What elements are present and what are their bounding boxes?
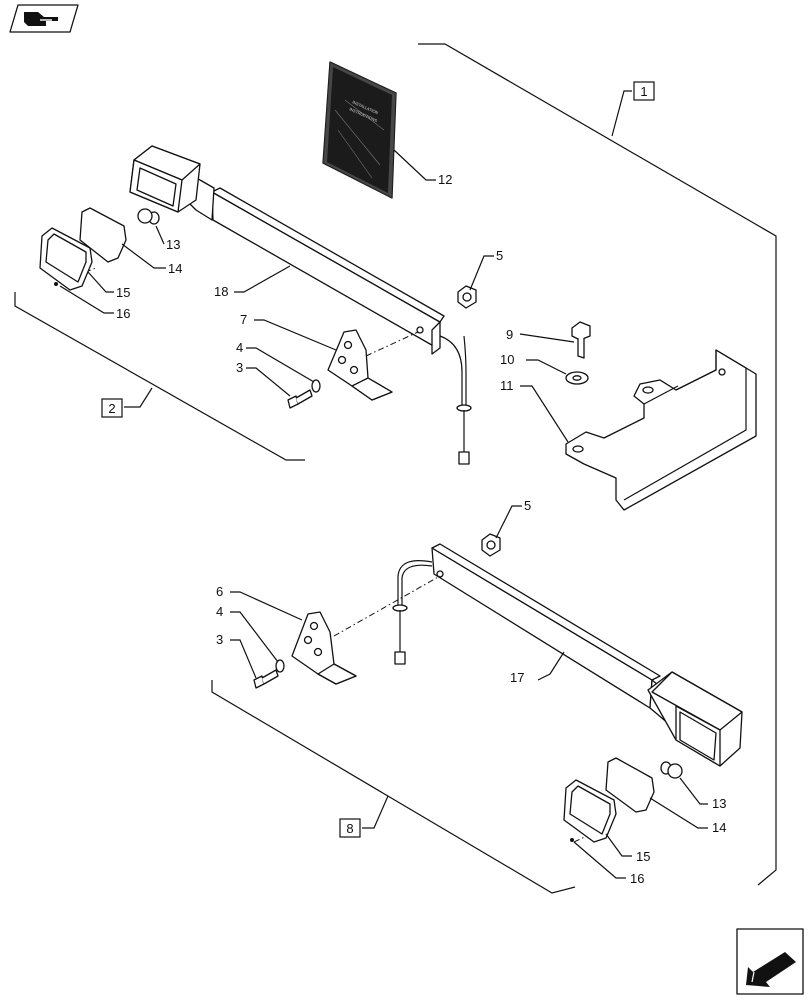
screw-16-lower: [570, 838, 574, 842]
assembly-bracket-8: [211, 680, 576, 894]
mounting-plate-upper: [327, 329, 393, 401]
callout-12: 12: [438, 172, 452, 187]
leader-lines: [59, 90, 708, 879]
callout-5-lower: 5: [524, 498, 531, 513]
callout-6: 6: [216, 584, 223, 599]
callout-17: 17: [510, 670, 524, 685]
callout-box-1: [633, 81, 655, 101]
assembly-bracket-2: [14, 292, 305, 461]
callout-11: 11: [500, 378, 514, 393]
callout-8: 8: [346, 821, 353, 836]
hand-pointing-icon[interactable]: [9, 4, 79, 33]
main-bracket: [565, 349, 757, 511]
nut-5-lower: [481, 533, 501, 557]
callout-2: 2: [108, 401, 115, 416]
callout-14-upper: 14: [168, 261, 182, 276]
callout-13-lower: 13: [712, 796, 726, 811]
callout-13-upper: 13: [166, 237, 180, 252]
axis-lower: [333, 575, 441, 637]
bolt-3-lower: [253, 669, 279, 689]
callout-16-lower: 16: [630, 871, 644, 886]
callout-16-upper: 16: [116, 306, 130, 321]
assembly-bracket-1: [418, 43, 777, 886]
callout-10: 10: [500, 352, 514, 367]
callout-4-lower: 4: [216, 604, 223, 619]
arrow-back-icon[interactable]: [736, 928, 804, 995]
callout-7: 7: [240, 312, 247, 327]
callout-15-lower: 15: [636, 849, 650, 864]
callout-5-upper: 5: [496, 248, 503, 263]
bolt-3-upper: [287, 389, 313, 409]
bolt-9: [571, 321, 591, 359]
nut-5-upper: [457, 285, 477, 309]
callout-4-upper: 4: [236, 340, 243, 355]
callout-box-8: [339, 818, 361, 838]
callout-14-lower: 14: [712, 820, 726, 835]
washer-4-lower: [275, 659, 285, 673]
instruction-booklet: INSTALLATION INSTRUCTIONS: [322, 61, 397, 199]
screw-16-upper: [54, 282, 58, 286]
callout-3-lower: 3: [216, 632, 223, 647]
mounting-plate-lower: [291, 611, 357, 685]
callout-15-upper: 15: [116, 285, 130, 300]
gasket-14-lower: [605, 757, 655, 813]
lamp-arm-upper: [129, 145, 472, 465]
washer-4-upper: [311, 379, 321, 393]
gasket-14-upper: [79, 207, 127, 263]
callout-18: 18: [214, 284, 228, 299]
bulb-13-lower: [660, 761, 683, 779]
callout-3-upper: 3: [236, 360, 243, 375]
callout-1: 1: [640, 84, 647, 99]
axis-upper: [365, 331, 419, 357]
callout-9: 9: [506, 327, 513, 342]
bulb-13-upper: [137, 208, 160, 225]
callout-box-2: [101, 398, 123, 418]
lamp-arm-lower: [392, 543, 743, 767]
